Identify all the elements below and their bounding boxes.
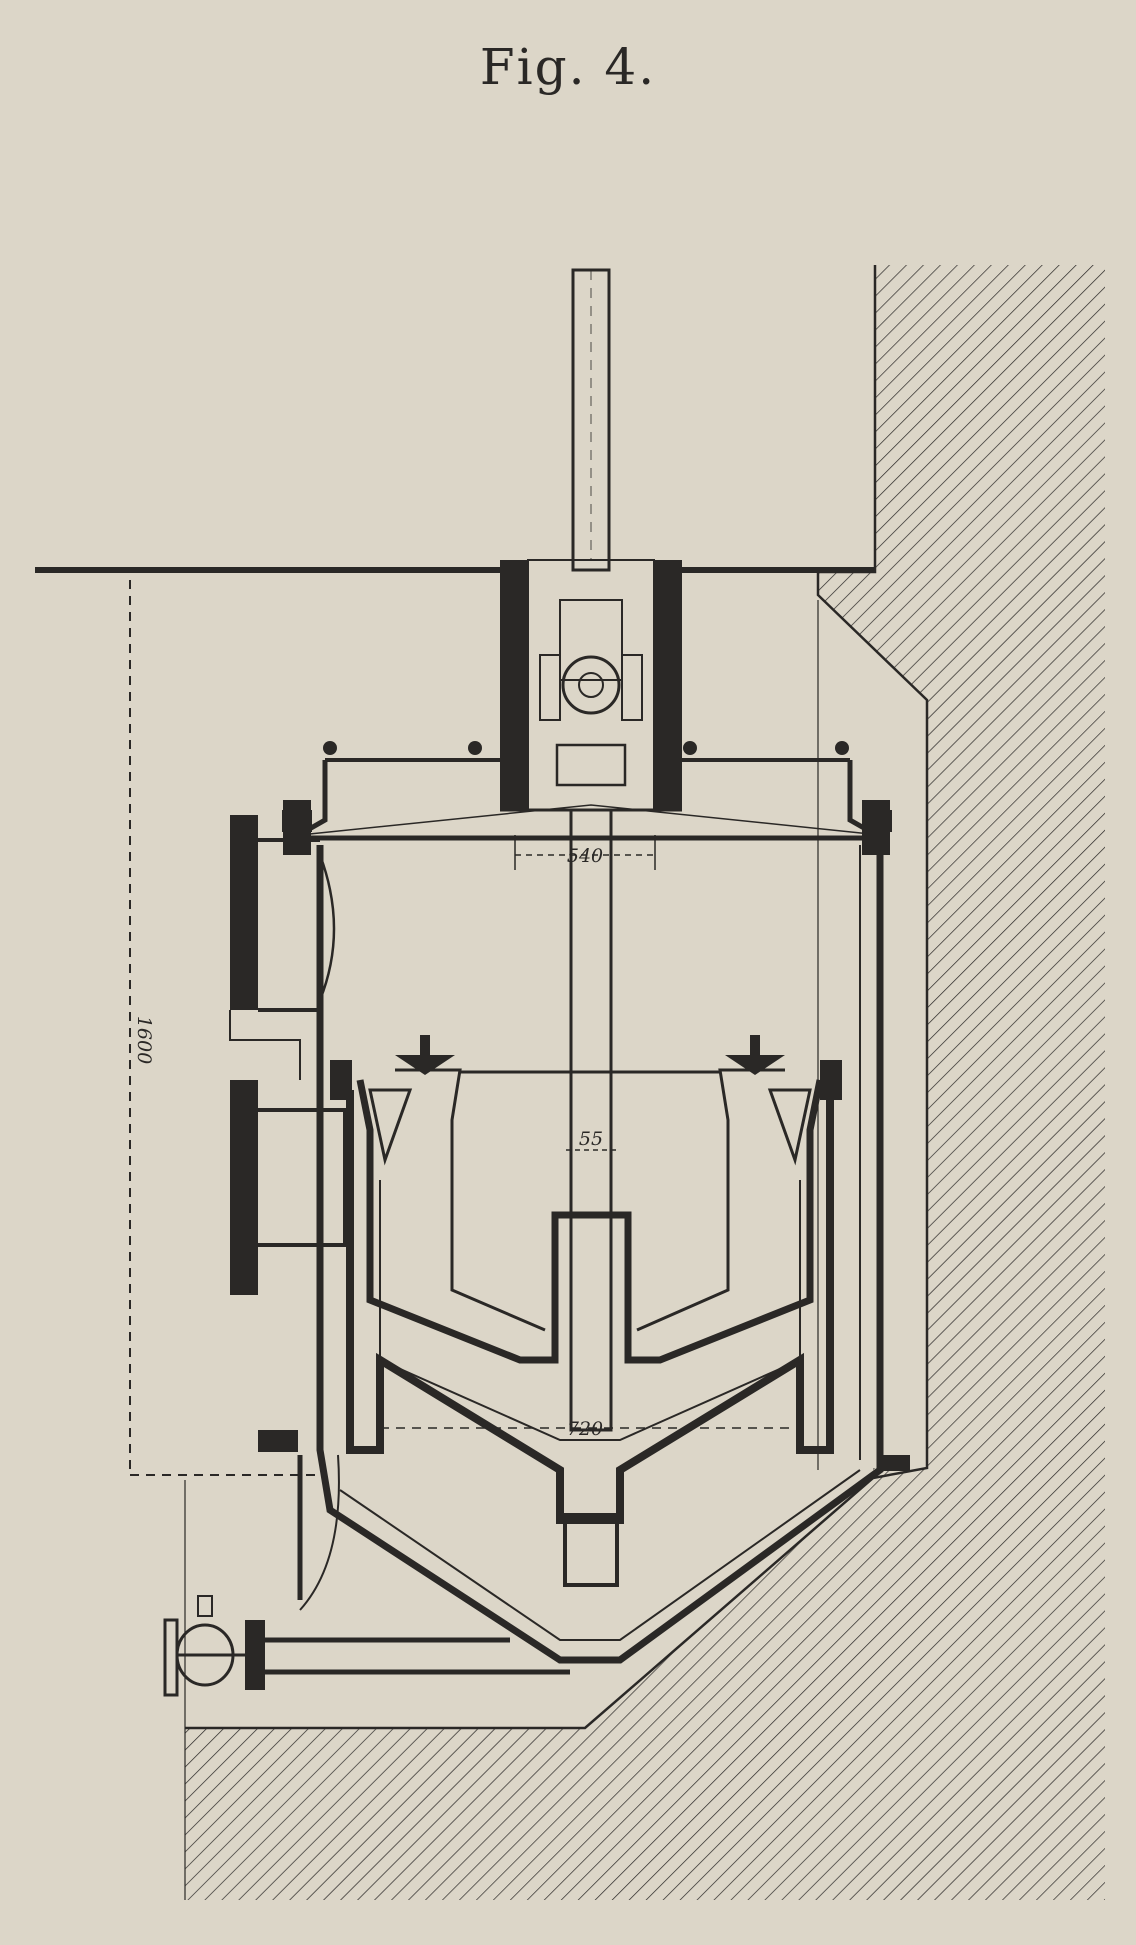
crosshead-guide bbox=[500, 559, 682, 812]
dimension-label-540: 540 bbox=[567, 845, 603, 867]
valve-left bbox=[368, 1035, 455, 1166]
dimension-1600: 1600 bbox=[129, 580, 320, 1476]
inner-cylinder bbox=[346, 1090, 834, 1587]
figure-title: Fig. 4. bbox=[479, 38, 657, 96]
flange-bolts bbox=[258, 810, 910, 1471]
outer-casing bbox=[316, 845, 884, 1664]
dimension-label-55: 55 bbox=[579, 1128, 603, 1150]
masonry-wall bbox=[185, 265, 1105, 1900]
valve-right bbox=[725, 1035, 812, 1166]
dimension-label-720: 720 bbox=[567, 1418, 603, 1440]
piston-bucket bbox=[356, 1068, 824, 1364]
side-flanges bbox=[229, 815, 347, 1295]
dimension-label-1600: 1600 bbox=[133, 1016, 155, 1064]
dimension-540: 540 bbox=[514, 835, 656, 870]
dimension-720: 720 bbox=[380, 1418, 800, 1440]
drain-cock-icon bbox=[163, 1595, 245, 1697]
cylinder-cover bbox=[283, 741, 890, 855]
dimension-55: 55 bbox=[566, 1128, 616, 1151]
drain-pipe bbox=[245, 1454, 570, 1690]
